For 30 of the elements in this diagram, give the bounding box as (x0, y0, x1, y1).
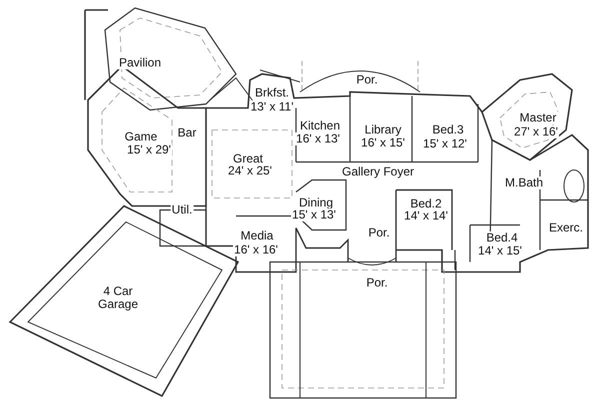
room-label: Brkfst. (254, 86, 290, 100)
room-dimension: 14' x 15' (477, 244, 523, 258)
room-label: Bar (176, 126, 198, 140)
room-label: Bed.3 (431, 123, 465, 137)
room-dimension: 16' x 16' (233, 243, 279, 257)
room-dimension: 16' x 13' (295, 132, 341, 146)
room-label: Game (124, 130, 158, 144)
room-dimension: 16' x 15' (360, 136, 406, 150)
room-label: M.Bath (504, 176, 544, 190)
room-label: Exerc. (548, 221, 584, 235)
room-label: Bed.4 (485, 231, 519, 245)
room-label: Great (232, 152, 264, 166)
room-dimension: 15' x 29' (126, 143, 172, 157)
room-label: Media (240, 229, 274, 243)
room-label: Master (518, 111, 558, 125)
room-dimension: 15' x 12' (422, 137, 468, 151)
room-label: Dining (298, 196, 334, 210)
room-dimension: 24' x 25' (227, 164, 273, 178)
room-label: Gallery Foyer (340, 165, 416, 179)
room-dimension: 13' x 11' (249, 100, 295, 114)
room-label: Por. (365, 276, 389, 290)
room-label: Por. (367, 226, 391, 240)
room-label: Kitchen (298, 119, 342, 133)
room-label: Bed.2 (409, 197, 443, 211)
room-label: Pavilion (118, 56, 162, 70)
room-label: Util. (170, 203, 194, 217)
room-dimension: 15' x 13' (291, 208, 337, 222)
room-dimension: 27' x 16' (513, 125, 559, 139)
room-label: Por. (355, 73, 379, 87)
room-label: Library (364, 123, 402, 137)
